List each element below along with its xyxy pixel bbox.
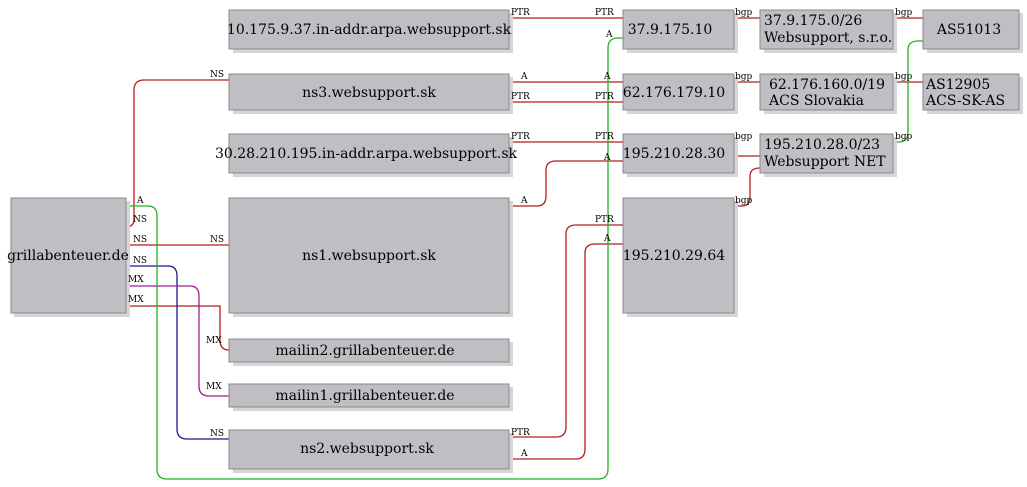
node-ip-37-label: 37.9.175.10 [628, 22, 713, 38]
node-mailin2-label: mailin2.grillabenteuer.de [275, 343, 454, 359]
label-ptr-out-ptr30: PTR [511, 132, 530, 142]
label-ptr-out-ip62: PTR [595, 92, 614, 102]
node-grillabenteuer[interactable]: grillabenteuer.de [7, 197, 129, 314]
edge-a-ns1-to-195-30 [509, 160, 623, 207]
node-ns3[interactable]: ns3.websupport.sk [228, 73, 510, 111]
label-ns-out-grill-ns1: NS [133, 235, 147, 245]
label-a-out-ns3: A [520, 72, 528, 82]
node-as-12905[interactable]: AS12905 ACS-SK-AS [922, 73, 1020, 111]
edge-bgp-net195-to-as51013 [893, 40, 923, 143]
node-ptr-10[interactable]: 10.175.9.37.in-addr.arpa.websupport.sk [227, 9, 512, 50]
node-mailin1-label: mailin1.grillabenteuer.de [275, 388, 454, 404]
node-ip-195-64[interactable]: 195.210.29.64 [622, 197, 735, 314]
edge-bgp-195-64-to-net195 [734, 167, 761, 207]
node-ns2-label: ns2.websupport.sk [300, 441, 434, 457]
label-ptr-in-ns2: PTR [511, 428, 530, 438]
label-bgp-ip195-64: bgp [735, 196, 753, 206]
label-a-in-ip195-64: A [603, 234, 611, 244]
edge-ns-grill-to-ns2 [126, 265, 229, 440]
edge-a-grill-to-37 [126, 37, 623, 480]
label-ns-in-ns3: NS [210, 70, 224, 80]
node-net-37[interactable]: 37.9.175.0/26 Websupport, s.r.o. [759, 9, 894, 50]
edge-mx-grill-to-mailin2 [126, 305, 230, 351]
label-mx-in-mailin1: MX [206, 382, 222, 392]
label-ptr-in-ns3: PTR [511, 92, 530, 102]
label-ptr-out-ptr10: PTR [511, 8, 530, 18]
node-ns2[interactable]: ns2.websupport.sk [228, 429, 510, 470]
node-ip-62-label: 62.176.179.10 [623, 85, 725, 101]
node-ptr-10-label: 10.175.9.37.in-addr.arpa.websupport.sk [227, 22, 512, 38]
node-mailin2[interactable]: mailin2.grillabenteuer.de [228, 338, 510, 363]
node-net-195-owner: Websupport NET [764, 154, 886, 170]
node-net-62[interactable]: 62.176.160.0/19 ACS Slovakia [759, 73, 894, 111]
node-as-12905-name: ACS-SK-AS [925, 93, 1005, 109]
label-ns-in-ns2: NS [210, 429, 224, 439]
label-ptr-in-ip195-30: PTR [595, 132, 614, 142]
label-ptr-in-ip37: PTR [595, 8, 614, 18]
node-net-195-prefix: 195.210.28.0/23 [764, 137, 880, 153]
label-a-out-grill: A [136, 196, 144, 206]
node-ns1[interactable]: ns1.websupport.sk [228, 197, 510, 314]
label-mx-out-grill-mailin1: MX [128, 275, 144, 285]
label-bgp-ip62: bgp [735, 72, 753, 82]
edge-ptr-ns2-to-195-64 [509, 224, 623, 438]
node-as-51013-label: AS51013 [936, 22, 1001, 38]
node-ip-37[interactable]: 37.9.175.10 [622, 9, 735, 50]
node-ip-195-30[interactable]: 195.210.28.30 [622, 133, 735, 174]
node-ip-195-64-label: 195.210.29.64 [623, 248, 726, 264]
label-a-in-ip37: A [605, 30, 613, 40]
label-a-in-ip195-30: A [603, 153, 611, 163]
node-net-37-prefix: 37.9.175.0/26 [764, 13, 862, 29]
node-as-12905-number: AS12905 [925, 77, 990, 93]
label-ns-out-grill-ns3: NS [133, 215, 147, 225]
node-net-62-owner: ACS Slovakia [768, 93, 864, 109]
node-net-62-prefix: 62.176.160.0/19 [769, 77, 885, 93]
node-ip-62[interactable]: 62.176.179.10 [622, 73, 735, 111]
label-bgp-net62: bgp [895, 72, 913, 82]
node-ptr-30[interactable]: 30.28.210.195.in-addr.arpa.websupport.sk [215, 133, 518, 174]
edge-a-ns2-to-195-64 [509, 243, 623, 460]
label-bgp-ip37: bgp [735, 8, 753, 18]
label-ptr-out-ip195-64: PTR [595, 215, 614, 225]
label-a-out-ns1: A [520, 196, 528, 206]
label-a-in-ip62: A [603, 72, 611, 82]
node-ptr-30-label: 30.28.210.195.in-addr.arpa.websupport.sk [215, 146, 518, 162]
edge-ns-grill-to-ns3 [125, 79, 229, 228]
node-net-195[interactable]: 195.210.28.0/23 Websupport NET [759, 133, 894, 174]
node-net-37-owner: Websupport, s.r.o. [764, 30, 892, 46]
label-bgp-ip195-30: bgp [735, 132, 753, 142]
node-as-51013[interactable]: AS51013 [922, 9, 1020, 50]
node-mailin1[interactable]: mailin1.grillabenteuer.de [228, 383, 510, 408]
label-bgp-net195: bgp [895, 132, 913, 142]
label-a-out-ns2: A [520, 449, 528, 459]
label-ns-out-grill-ns2: NS [133, 256, 147, 266]
node-grillabenteuer-label: grillabenteuer.de [7, 248, 129, 264]
label-bgp-net37: bgp [895, 8, 913, 18]
label-ns-in-ns1: NS [210, 235, 224, 245]
label-mx-in-mailin2: MX [206, 336, 222, 346]
node-ns1-label: ns1.websupport.sk [302, 248, 436, 264]
node-ns3-label: ns3.websupport.sk [302, 85, 436, 101]
label-mx-out-grill-mailin2: MX [128, 295, 144, 305]
node-ip-195-30-label: 195.210.28.30 [623, 146, 725, 162]
edge-mx-grill-to-mailin1 [126, 285, 229, 397]
